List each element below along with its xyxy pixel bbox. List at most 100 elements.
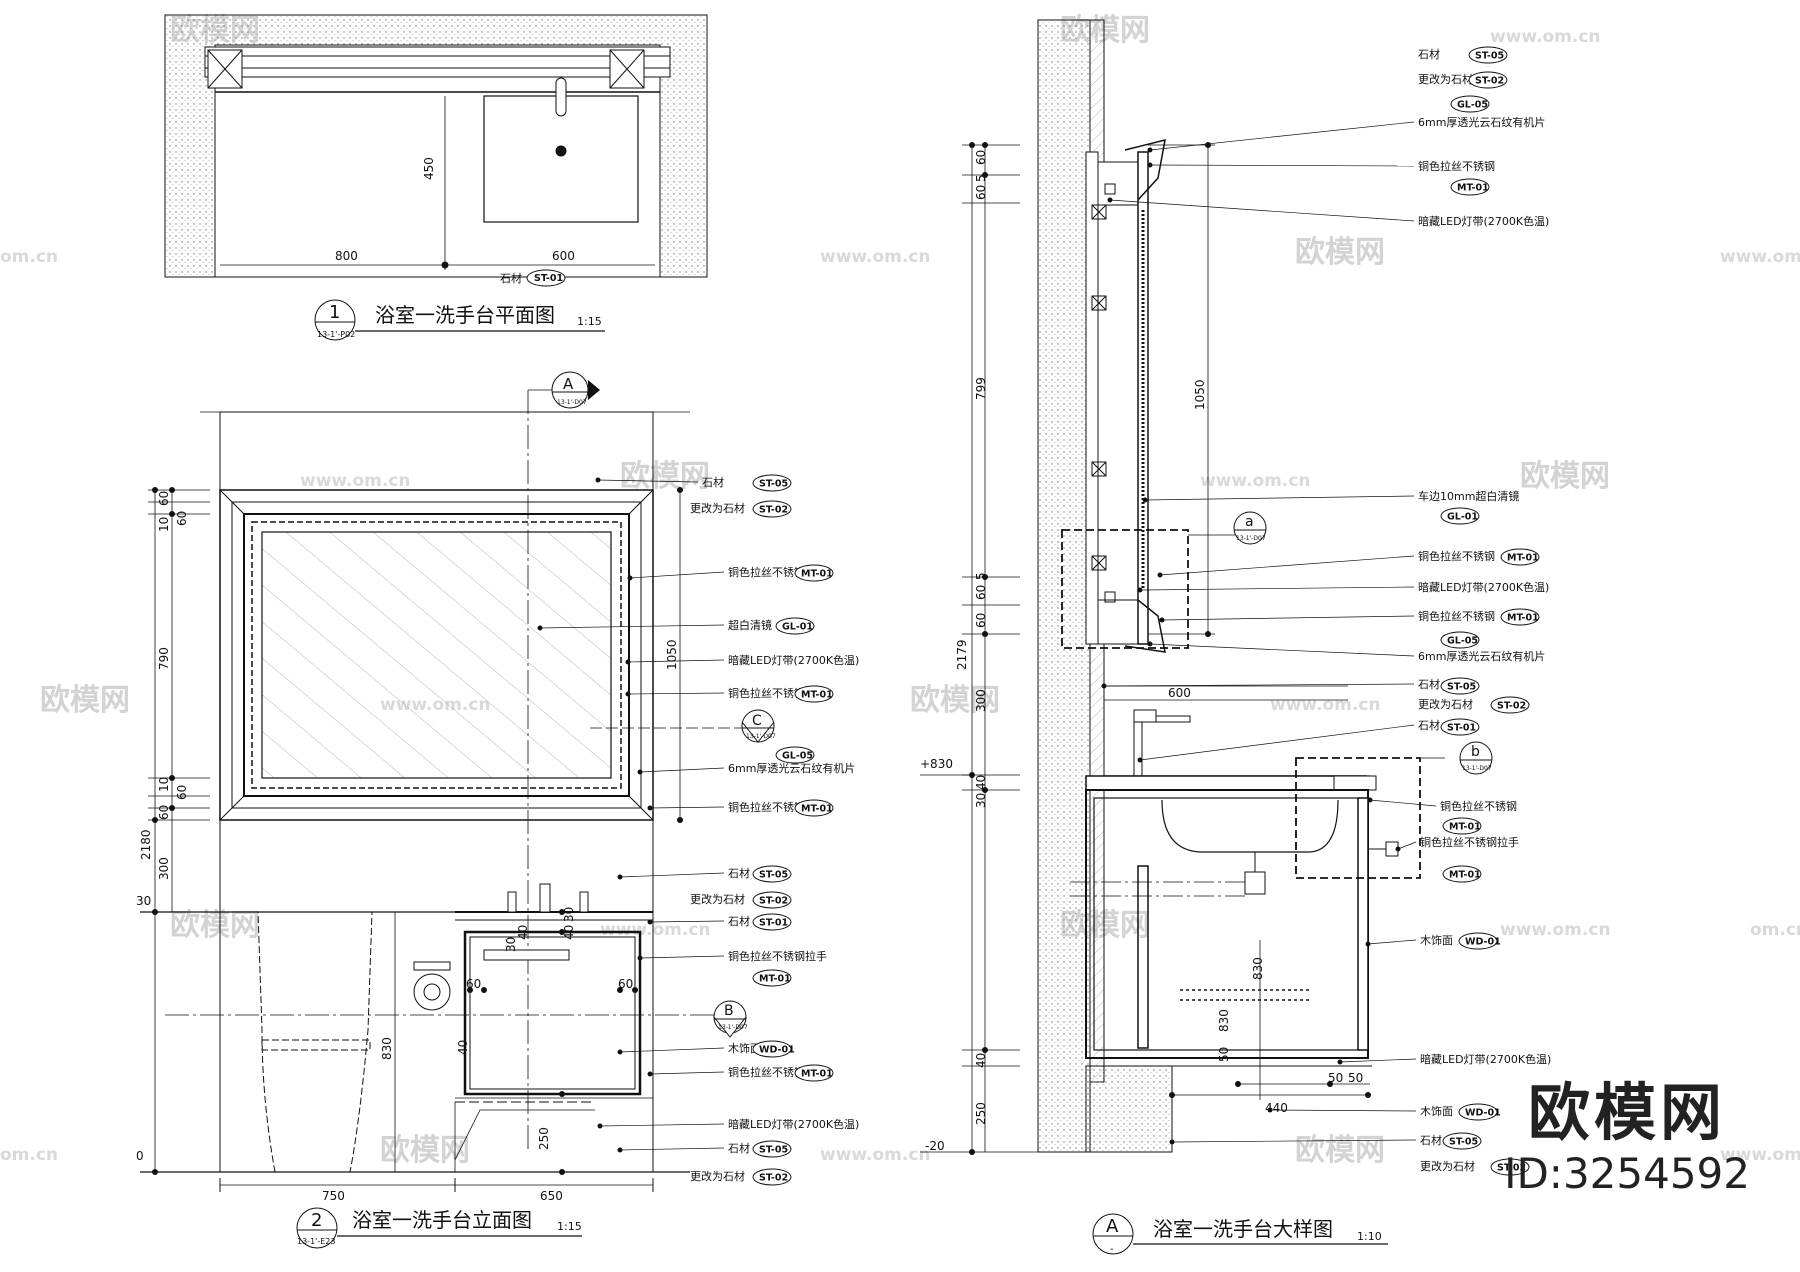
watermark-url: www.om.cn [1500, 920, 1611, 940]
material-label-text: 铜色拉丝不锈钢 [728, 800, 805, 814]
svg-text:830: 830 [1251, 957, 1265, 980]
material-code-tag: ST-05 [1440, 677, 1480, 695]
svg-text:30: 30 [504, 937, 518, 952]
material-code-tag: MT-01 [1442, 865, 1482, 883]
svg-text:ST-02: ST-02 [759, 505, 788, 516]
svg-text:10: 10 [157, 517, 171, 532]
svg-text:600: 600 [1168, 686, 1191, 700]
watermark-url: www.om.cn [1200, 471, 1311, 491]
material-label-text: 铜色拉丝不锈钢拉手 [728, 949, 827, 963]
svg-text:300: 300 [157, 857, 171, 880]
svg-text:750: 750 [322, 1189, 345, 1203]
svg-text:GL-01: GL-01 [1447, 512, 1478, 523]
svg-text:MT-01: MT-01 [1449, 870, 1481, 881]
svg-text:60: 60 [175, 511, 189, 526]
detail-drawing [920, 19, 1445, 1153]
material-label-text: 超白清镜 [728, 618, 772, 632]
svg-text:B: B [724, 1003, 734, 1019]
svg-text:MT-01: MT-01 [801, 804, 833, 815]
plan-title: 浴室一洗手台平面图 [375, 303, 555, 327]
material-code-tag: ST-05 [752, 865, 792, 883]
svg-text:60: 60 [974, 185, 988, 200]
material-label-text: 更改为石材 [690, 501, 745, 515]
material-code-tag: MT-01 [1450, 178, 1490, 196]
svg-text:40: 40 [562, 925, 576, 940]
svg-text:ST-05: ST-05 [1447, 682, 1476, 693]
detail-title-block: A - 浴室一洗手台大样图 1:10 [1092, 1213, 1388, 1255]
elevation-number: 2 [311, 1210, 322, 1231]
material-label-text: 木饰面 [1420, 1104, 1453, 1118]
material-code-tag: GL-05 [775, 746, 815, 764]
material-label: 暗藏LED灯带(2700K色温) [1107, 197, 1549, 228]
material-label-text: 铜色拉丝不锈钢 [1418, 549, 1495, 563]
material-label-text: 暗藏LED灯带(2700K色温) [1420, 1052, 1551, 1066]
svg-text:30: 30 [562, 907, 576, 922]
material-code-tag: ST-02 [752, 1168, 792, 1186]
svg-text:1050: 1050 [1193, 379, 1207, 410]
material-code-tag: MT-01 [794, 564, 834, 582]
material-code-tag: ST-02 [1490, 696, 1530, 714]
material-code-tag: ST-05 [1468, 46, 1508, 64]
svg-text:40: 40 [516, 925, 530, 940]
svg-text:MT-01: MT-01 [1507, 613, 1539, 624]
watermark-url: www.om.cn [820, 1145, 931, 1165]
material-label-text: 石材 [1418, 718, 1440, 732]
material-label-text: 车边10mm超白清镜 [1418, 489, 1519, 503]
elevation-sheet-ref: 13-1'-E23 [297, 1237, 335, 1246]
svg-text:40: 40 [456, 1040, 470, 1055]
material-label-text: 6mm厚透光云石纹有机片 [728, 761, 855, 775]
svg-text:b: b [1471, 744, 1480, 760]
svg-text:MT-01: MT-01 [801, 690, 833, 701]
material-code-tag: WD-01 [752, 1040, 795, 1058]
svg-text:60: 60 [157, 491, 171, 506]
svg-text:10: 10 [157, 777, 171, 792]
svg-text:MT-01: MT-01 [1457, 183, 1489, 194]
plan-material-tag: ST-01 [526, 269, 566, 287]
svg-text:13-1'-D07: 13-1'-D07 [557, 399, 587, 406]
svg-text:MT-01: MT-01 [801, 569, 833, 580]
elevation-title: 浴室一洗手台立面图 [352, 1208, 532, 1232]
detail-dims: 60 5 60 799 60 5 60 300 40 30 830 40 250… [920, 150, 1363, 1153]
material-label: 暗藏LED灯带(2700K色温) [1137, 580, 1549, 594]
svg-text:30: 30 [136, 894, 151, 908]
elevation-dim-markers [152, 487, 683, 1175]
watermark-url-short: om.cn [1750, 920, 1800, 940]
watermark-brand: 欧模网 [620, 459, 710, 494]
svg-text:WD-01: WD-01 [1465, 937, 1501, 948]
svg-text:a: a [1245, 514, 1254, 530]
svg-text:60: 60 [466, 977, 481, 991]
svg-text:5: 5 [974, 174, 988, 182]
svg-text:ST-02: ST-02 [1497, 1163, 1526, 1174]
material-label: 石材 ST-05 [1418, 46, 1508, 64]
svg-text:60: 60 [974, 585, 988, 600]
svg-text:GL-05: GL-05 [782, 751, 813, 762]
svg-text:13-1'-D07: 13-1'-D07 [718, 1024, 748, 1031]
svg-text:799: 799 [974, 377, 988, 400]
svg-text:ST-02: ST-02 [759, 1173, 788, 1184]
plan-dim-800: 800 [335, 249, 358, 263]
material-label: 车边10mm超白清镜 GL-01 [1142, 489, 1519, 525]
elevation-title-block: 2 13-1'-E23 浴室一洗手台立面图 1:15 [296, 1207, 582, 1249]
svg-text:-20: -20 [925, 1139, 945, 1153]
svg-text:300: 300 [974, 689, 988, 712]
material-label-text: 石材 [702, 475, 724, 489]
svg-text:60: 60 [175, 785, 189, 800]
material-label: 暗藏LED灯带(2700K色温) [625, 653, 859, 667]
svg-text:250: 250 [537, 1127, 551, 1150]
material-label-text: 石材 [1418, 47, 1440, 61]
svg-text:ST-01: ST-01 [759, 918, 788, 929]
material-label: 暗藏LED灯带(2700K色温) [597, 1117, 859, 1131]
